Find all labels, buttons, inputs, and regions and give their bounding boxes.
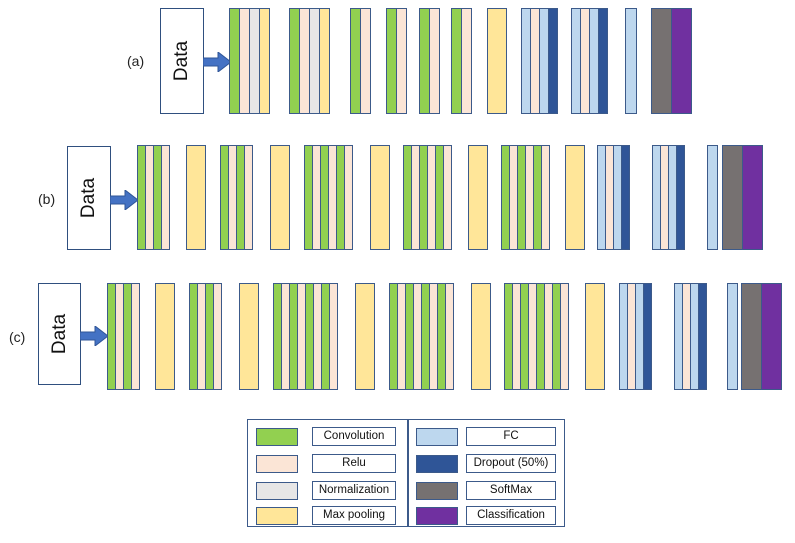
legend-swatch-classification — [416, 507, 458, 525]
layer-relu-rc-b6-7 — [445, 283, 454, 390]
data-label-b: Data — [78, 177, 99, 219]
layer-pool-rb-b7-0 — [468, 145, 488, 250]
layer-softmax-rc-b13-0 — [741, 283, 762, 390]
legend-swatch-conv — [256, 428, 298, 446]
layer-classification-rc-b13-1 — [761, 283, 782, 390]
layer-classification-rb-b13-1 — [742, 145, 763, 250]
layer-pool-rb-b5-0 — [370, 145, 390, 250]
layer-relu-rc-b8-7 — [560, 283, 569, 390]
data-label-a: Data — [171, 40, 192, 82]
layer-pool-ra-b0-3 — [259, 8, 270, 114]
layer-relu-ra-b3-1 — [396, 8, 407, 114]
layer-pool-ra-b1-3 — [319, 8, 330, 114]
layer-pool-rb-b1-0 — [186, 145, 206, 250]
legend-swatch-softmax — [416, 482, 458, 500]
legend-label-classification: Classification — [466, 506, 556, 525]
layer-dropout-ra-b7-3 — [548, 8, 558, 114]
legend-swatch-norm — [256, 482, 298, 500]
layer-dropout-ra-b8-3 — [598, 8, 608, 114]
legend-swatch-dropout — [416, 455, 458, 473]
legend-swatch-relu — [256, 455, 298, 473]
layer-pool-rc-b1-0 — [155, 283, 175, 390]
arrow-icon-b — [110, 190, 138, 210]
data-input-box-a: Data — [160, 8, 204, 114]
layer-pool-rb-b3-0 — [270, 145, 290, 250]
row-label-c: (c) — [9, 329, 26, 345]
legend-label-dropout: Dropout (50%) — [466, 454, 556, 473]
data-input-box-b: Data — [67, 146, 111, 250]
layer-pool-rc-b3-0 — [239, 283, 259, 390]
layer-classification-ra-b10-1 — [671, 8, 692, 114]
legend-label-conv: Convolution — [312, 427, 396, 446]
layer-relu-rb-b0-3 — [161, 145, 170, 250]
row-label-a: (a) — [127, 53, 145, 69]
layer-dropout-rc-b11-3 — [698, 283, 707, 390]
layer-fc-rb-b12-0 — [707, 145, 718, 250]
legend-label-norm: Normalization — [312, 481, 396, 500]
legend-swatch-fc — [416, 428, 458, 446]
layer-relu-rb-b2-3 — [244, 145, 253, 250]
legend-label-relu: Relu — [312, 454, 396, 473]
layer-pool-rb-b9-0 — [565, 145, 585, 250]
arrow-icon-a — [203, 52, 231, 72]
layer-relu-rb-b4-5 — [344, 145, 353, 250]
legend-label-pool: Max pooling — [312, 506, 396, 525]
layer-relu-rb-b8-5 — [541, 145, 550, 250]
layer-relu-rb-b6-5 — [443, 145, 452, 250]
arrow-icon-c — [80, 326, 108, 346]
layer-relu-ra-b2-1 — [360, 8, 371, 114]
layer-fc-rc-b12-0 — [727, 283, 738, 390]
layer-pool-ra-b6-0 — [487, 8, 507, 114]
layer-pool-rc-b7-0 — [471, 283, 491, 390]
layer-pool-rc-b9-0 — [585, 283, 605, 390]
layer-relu-rc-b2-3 — [213, 283, 222, 390]
layer-relu-ra-b4-1 — [429, 8, 440, 114]
layer-softmax-rb-b13-0 — [722, 145, 743, 250]
layer-relu-rc-b4-7 — [329, 283, 338, 390]
layer-fc-ra-b9-0 — [625, 8, 637, 114]
layer-softmax-ra-b10-0 — [651, 8, 672, 114]
layer-relu-rc-b0-3 — [131, 283, 140, 390]
layer-dropout-rb-b11-3 — [676, 145, 685, 250]
layer-pool-rc-b5-0 — [355, 283, 375, 390]
legend-swatch-pool — [256, 507, 298, 525]
legend-divider — [407, 420, 409, 526]
legend-label-softmax: SoftMax — [466, 481, 556, 500]
layer-dropout-rb-b10-3 — [621, 145, 630, 250]
layer-dropout-rc-b10-3 — [643, 283, 652, 390]
data-label-c: Data — [48, 313, 70, 355]
legend-label-fc: FC — [466, 427, 556, 446]
data-input-box-c: Data — [38, 283, 81, 385]
layer-relu-ra-b5-1 — [461, 8, 472, 114]
row-label-b: (b) — [38, 191, 56, 207]
